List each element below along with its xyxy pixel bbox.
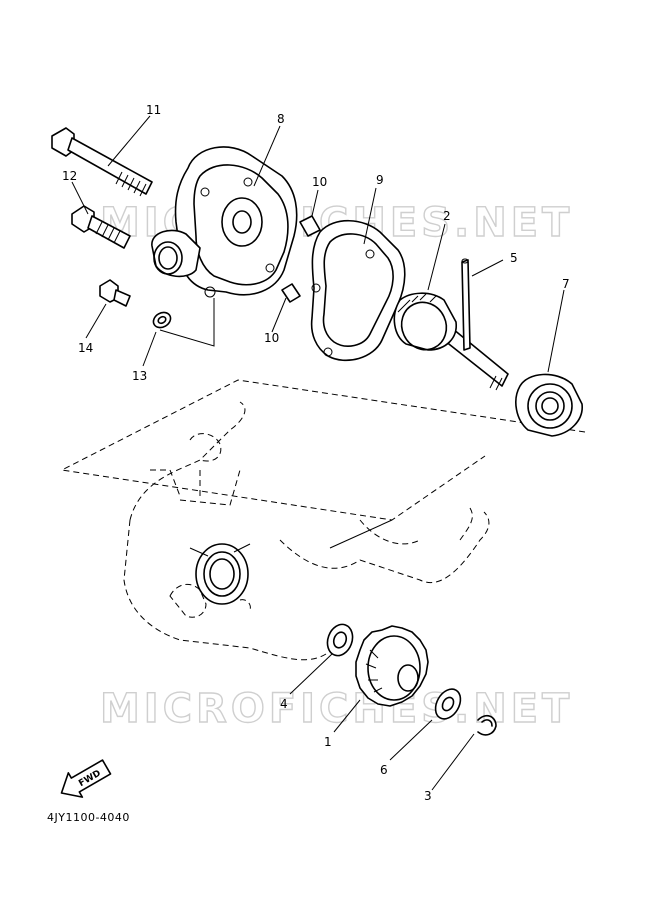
callout-6: 6 xyxy=(380,763,388,777)
part-6-washer xyxy=(434,688,462,720)
part-5-pin xyxy=(461,258,471,351)
part-10-dowel-pin-upper xyxy=(299,215,321,237)
callout-9: 9 xyxy=(376,173,384,187)
part-7-bearing xyxy=(515,373,583,437)
callout-11: 11 xyxy=(146,103,161,117)
callout-13: 13 xyxy=(132,369,147,383)
crankcase-pump-boss xyxy=(189,543,251,605)
part-2-impeller-shaft xyxy=(393,292,509,391)
part-4-washer xyxy=(326,623,354,657)
callout-2: 2 xyxy=(443,209,451,223)
callout-10-upper: 10 xyxy=(312,175,327,189)
assembly-plane-lines xyxy=(60,379,586,549)
part-1-drive-gear xyxy=(355,625,429,707)
part-9-gasket xyxy=(310,220,406,362)
part-11-long-bolt xyxy=(51,127,153,197)
callout-4: 4 xyxy=(280,697,288,711)
callout-10-lower: 10 xyxy=(264,331,279,345)
part-3-circlip xyxy=(477,714,497,736)
part-14-short-bolt xyxy=(99,279,131,307)
leader-lines xyxy=(71,115,565,791)
diagram-code: 4JY1100-4040 xyxy=(47,811,130,824)
watermark-bottom: MICROFICHES.NET xyxy=(100,686,573,732)
callout-14: 14 xyxy=(78,341,93,355)
crankcase-outline xyxy=(123,401,490,661)
callout-labels: 11 12 14 13 8 10 9 2 5 7 10 4 1 6 3 xyxy=(62,103,570,803)
callout-8: 8 xyxy=(277,112,285,126)
part-12-bolt xyxy=(71,205,131,249)
part-8-pump-housing xyxy=(151,146,298,347)
part-10-dowel-pin-lower xyxy=(281,283,301,303)
part-13-washer xyxy=(152,311,172,329)
callout-5: 5 xyxy=(510,251,518,265)
callout-1: 1 xyxy=(324,735,332,749)
callout-7: 7 xyxy=(562,277,570,291)
callout-12: 12 xyxy=(62,169,77,183)
callout-3: 3 xyxy=(424,789,432,803)
fwd-arrow-icon: FWD xyxy=(60,759,112,798)
